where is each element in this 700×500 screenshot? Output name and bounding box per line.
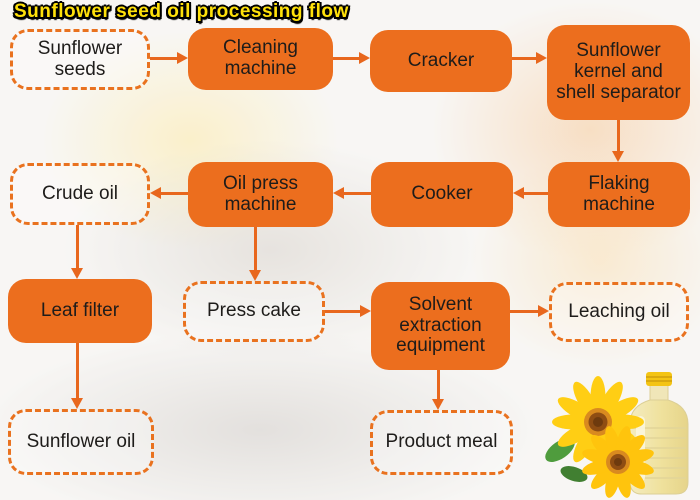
arrow-cracker-to-separator bbox=[512, 52, 547, 64]
node-leaching-oil: Leaching oil bbox=[549, 282, 689, 342]
node-cooker: Cooker bbox=[371, 162, 513, 227]
arrow-cleaning-to-cracker bbox=[333, 52, 370, 64]
node-kernel-shell-separator: Sunflower kernel and shell separator bbox=[547, 25, 690, 120]
node-sunflower-oil: Sunflower oil bbox=[8, 409, 154, 475]
arrow-oilpress-to-presscake bbox=[249, 227, 261, 281]
node-flaking-machine: Flaking machine bbox=[548, 162, 690, 227]
node-product-meal: Product meal bbox=[370, 410, 513, 475]
arrow-separator-to-flaking bbox=[612, 120, 624, 162]
arrow-cooker-to-oilpress bbox=[333, 187, 371, 199]
arrow-oilpress-to-crudeoil bbox=[150, 187, 188, 199]
arrow-seeds-to-cleaning bbox=[150, 52, 188, 64]
arrow-solvent-to-leaching bbox=[510, 305, 549, 317]
node-solvent-extraction: Solvent extraction equipment bbox=[371, 282, 510, 370]
node-oil-press-machine: Oil press machine bbox=[188, 162, 333, 227]
node-sunflower-seeds: Sunflower seeds bbox=[10, 29, 150, 90]
sunflower-icon bbox=[552, 376, 644, 468]
sunflower-oil-decoration bbox=[545, 372, 689, 500]
arrow-flaking-to-cooker bbox=[513, 187, 548, 199]
node-cleaning-machine: Cleaning machine bbox=[188, 28, 333, 90]
node-crude-oil: Crude oil bbox=[10, 163, 150, 225]
page-title: Sunflower seed oil processing flow bbox=[14, 1, 349, 22]
arrow-leaffilter-to-sunfloweroil bbox=[71, 343, 83, 409]
node-leaf-filter: Leaf filter bbox=[8, 279, 152, 343]
arrow-presscake-to-solvent bbox=[325, 305, 371, 317]
arrow-crudeoil-to-leaffilter bbox=[71, 225, 83, 279]
node-press-cake: Press cake bbox=[183, 281, 325, 342]
node-cracker: Cracker bbox=[370, 30, 512, 92]
sunflower-icon bbox=[580, 424, 656, 500]
arrow-solvent-to-productmeal bbox=[432, 370, 444, 410]
